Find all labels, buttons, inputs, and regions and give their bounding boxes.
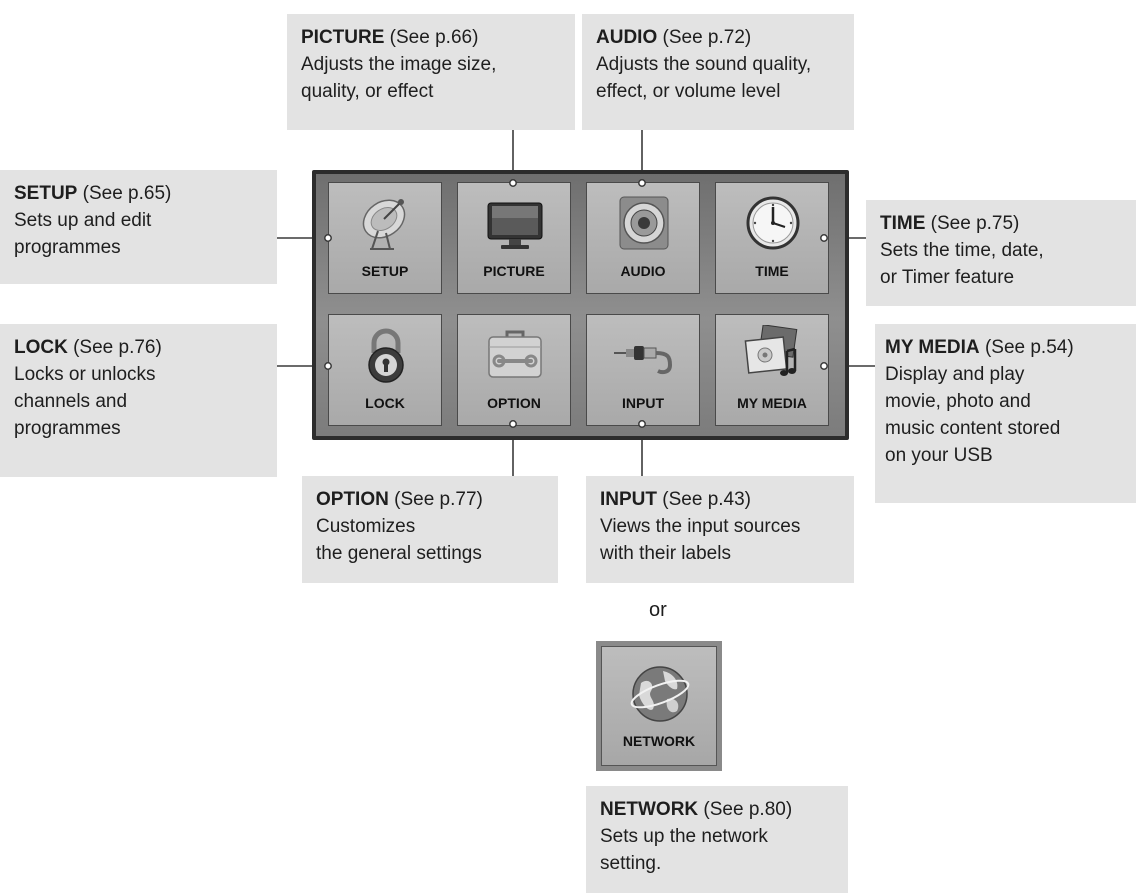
media-collage-icon (744, 325, 798, 376)
option-tile[interactable]: OPTION (457, 314, 571, 426)
callout-title: PICTURE (301, 27, 385, 48)
clock-icon (746, 196, 800, 250)
setup-callout: SETUP (See p.65) Sets up and edit progra… (0, 170, 277, 284)
tile-label: INPUT (622, 395, 664, 411)
padlock-icon (368, 328, 404, 383)
callout-title: TIME (880, 213, 926, 234)
callout-description: with their labels (600, 543, 731, 564)
callout-description: on your USB (885, 445, 993, 466)
callout-description: channels and (14, 391, 128, 412)
speaker-icon (619, 196, 669, 250)
callout-title: NETWORK (600, 799, 699, 820)
callout-title: SETUP (14, 183, 78, 204)
globe-icon (630, 666, 690, 722)
callout-title: AUDIO (596, 27, 658, 48)
mymedia-callout: MY MEDIA (See p.54) Display and play mov… (875, 324, 1136, 503)
time-callout: TIME (See p.75) Sets the time, date, or … (866, 200, 1136, 306)
callout-description: or Timer feature (880, 267, 1015, 288)
audio-callout: AUDIO (See p.72) Adjusts the sound quali… (582, 14, 854, 130)
or-label: or (649, 599, 667, 621)
callout-title: MY MEDIA (885, 337, 980, 358)
time-tile[interactable]: TIME (715, 182, 829, 294)
input-callout: INPUT (See p.43) Views the input sources… (586, 476, 854, 583)
callout-description: effect, or volume level (596, 81, 781, 102)
callout-page-ref: (See p.54) (979, 337, 1074, 358)
callout-description: Sets the time, date, (880, 240, 1044, 261)
callout-description: quality, or effect (301, 81, 434, 102)
lock-tile[interactable]: LOCK (328, 314, 442, 426)
tile-label: TIME (755, 263, 789, 279)
callout-page-ref: (See p.43) (657, 489, 751, 510)
callout-page-ref: (See p.76) (67, 337, 162, 358)
callout-page-ref: (See p.77) (388, 489, 483, 510)
picture-callout: PICTURE (See p.66) Adjusts the image siz… (287, 14, 575, 130)
tile-label: AUDIO (620, 263, 666, 279)
cable-plug-icon (614, 346, 673, 375)
callout-description: Display and play (885, 364, 1025, 385)
callout-description: programmes (14, 418, 121, 439)
callout-page-ref: (See p.65) (77, 183, 172, 204)
callout-description: setting. (600, 853, 662, 874)
tile-label: MY MEDIA (737, 395, 807, 411)
callout-page-ref: (See p.80) (698, 799, 793, 820)
satellite-dish-icon (362, 199, 406, 250)
callout-page-ref: (See p.72) (657, 27, 752, 48)
callout-description: Views the input sources (600, 516, 801, 537)
toolbox-icon (488, 330, 542, 378)
callout-title: OPTION (316, 489, 389, 510)
main-menu-panel: SETUP PICTURE AUDIO (312, 170, 849, 440)
callout-description: the general settings (316, 543, 482, 564)
callout-description: Sets up and edit (14, 210, 152, 231)
tile-label: PICTURE (483, 263, 545, 279)
tile-label: LOCK (365, 395, 405, 411)
callout-title: LOCK (14, 337, 68, 358)
callout-description: Customizes (316, 516, 416, 537)
callout-page-ref: (See p.75) (925, 213, 1020, 234)
tile-label: NETWORK (622, 733, 696, 749)
audio-tile[interactable]: AUDIO (586, 182, 700, 294)
callout-description: programmes (14, 237, 121, 258)
lock-callout: LOCK (See p.76) Locks or unlocks channel… (0, 324, 277, 477)
callout-description: Adjusts the sound quality, (596, 54, 812, 75)
tile-label: OPTION (487, 395, 541, 411)
option-callout: OPTION (See p.77) Customizes the general… (302, 476, 558, 583)
mymedia-tile[interactable]: MY MEDIA (715, 314, 829, 426)
callout-description: music content stored (885, 418, 1061, 439)
callout-description: Locks or unlocks (14, 364, 156, 385)
tile-label: SETUP (361, 263, 409, 279)
callout-description: movie, photo and (885, 391, 1031, 412)
network-callout: NETWORK (See p.80) Sets up the network s… (586, 786, 848, 893)
tv-monitor-icon (487, 202, 543, 249)
input-tile[interactable]: INPUT (586, 314, 700, 426)
callout-description: Adjusts the image size, (301, 54, 497, 75)
callout-page-ref: (See p.66) (384, 27, 479, 48)
callout-title: INPUT (600, 489, 657, 510)
setup-tile[interactable]: SETUP (328, 182, 442, 294)
callout-description: Sets up the network (600, 826, 768, 847)
picture-tile[interactable]: PICTURE (457, 182, 571, 294)
network-tile[interactable]: NETWORK (596, 641, 722, 771)
